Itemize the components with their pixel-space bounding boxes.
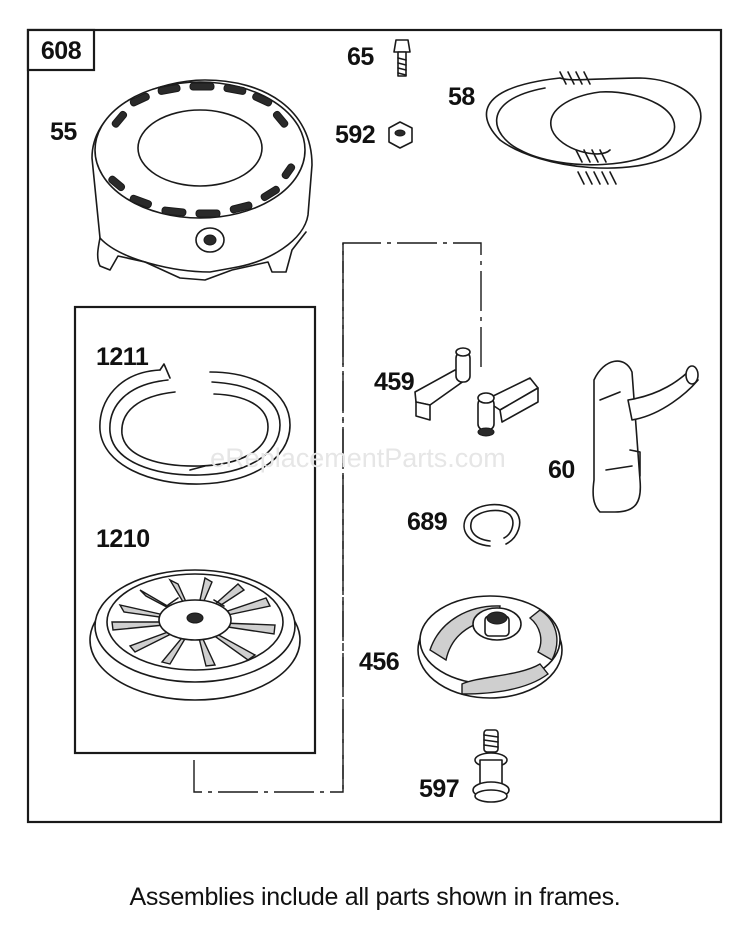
retaining-ring-illustration xyxy=(463,503,521,547)
nut-illustration xyxy=(388,121,413,149)
part-number-65: 65 xyxy=(347,43,374,71)
part-number-60: 60 xyxy=(548,456,575,484)
connector-lines xyxy=(193,242,482,793)
assembly-frame-608 xyxy=(26,28,723,824)
part-number-1210: 1210 xyxy=(96,525,150,553)
frame-label-box xyxy=(26,28,96,72)
ratchet-illustration xyxy=(417,595,563,699)
starter-housing-illustration xyxy=(91,79,313,281)
pawl-illustration xyxy=(414,347,539,437)
bolt-illustration xyxy=(393,39,411,77)
part-number-597: 597 xyxy=(419,775,459,803)
pulley-illustration xyxy=(89,569,301,701)
recoil-spring-illustration xyxy=(99,363,291,485)
part-number-689: 689 xyxy=(407,508,447,536)
caption-text: Assemblies include all parts shown in fr… xyxy=(129,883,621,911)
part-number-55: 55 xyxy=(50,118,77,146)
part-number-1211: 1211 xyxy=(96,343,149,371)
sub-assembly-frame xyxy=(73,305,317,755)
watermark-text: eReplacementParts.com xyxy=(210,443,506,473)
shoulder-screw-illustration xyxy=(472,729,510,803)
part-number-58: 58 xyxy=(448,83,475,111)
part-number-592: 592 xyxy=(335,121,375,149)
starter-rope-illustration xyxy=(485,71,702,185)
frame-label: 608 xyxy=(41,37,82,65)
part-number-456: 456 xyxy=(359,648,399,676)
part-number-459: 459 xyxy=(374,368,414,396)
handle-illustration xyxy=(592,360,699,513)
